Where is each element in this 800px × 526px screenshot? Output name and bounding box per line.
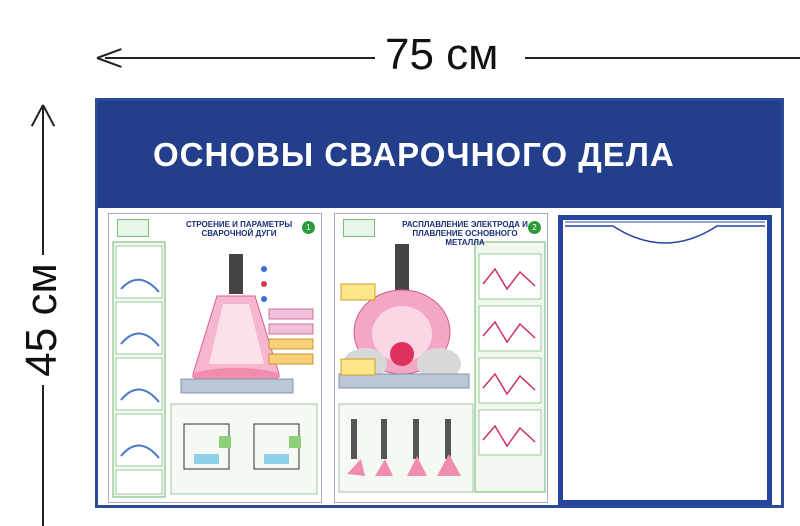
poster-number-badge: 2 <box>528 221 541 234</box>
poster-logo <box>117 219 149 237</box>
width-label: 75 см <box>385 30 499 79</box>
height-dimension: 45 см <box>0 95 80 526</box>
poster-title: СТРОЕНИЕ И ПАРАМЕТРЫ СВАРОЧНОЙ ДУГИ <box>185 220 293 238</box>
document-pocket <box>558 215 772 505</box>
dimension-line <box>525 57 800 59</box>
height-label: 45 см <box>17 263 66 377</box>
dimension-line <box>42 105 44 255</box>
stand-header: ОСНОВЫ СВАРОЧНОГО ДЕЛА <box>98 101 781 208</box>
poster-illustration <box>338 241 546 493</box>
poster-title: РАСПЛАВЛЕНИЕ ЭЛЕКТРОДА И ПЛАВЛЕНИЕ ОСНОВ… <box>402 220 528 247</box>
poster-logo <box>343 219 375 237</box>
dimension-line <box>105 57 375 59</box>
stand-title: ОСНОВЫ СВАРОЧНОГО ДЕЛА <box>153 135 675 173</box>
width-dimension: 75 см <box>95 30 800 80</box>
poster-electrode-melting: РАСПЛАВЛЕНИЕ ЭЛЕКТРОДА И ПЛАВЛЕНИЕ ОСНОВ… <box>334 213 548 503</box>
pocket-cutout-shape <box>565 221 765 244</box>
poster-welding-arc: СТРОЕНИЕ И ПАРАМЕТРЫ СВАРОЧНОЙ ДУГИ 1 <box>108 213 322 503</box>
poster-illustration <box>112 241 318 498</box>
info-stand: ОСНОВЫ СВАРОЧНОГО ДЕЛА <box>95 98 784 508</box>
poster-number-badge: 1 <box>302 221 315 234</box>
dimension-line <box>42 385 44 526</box>
